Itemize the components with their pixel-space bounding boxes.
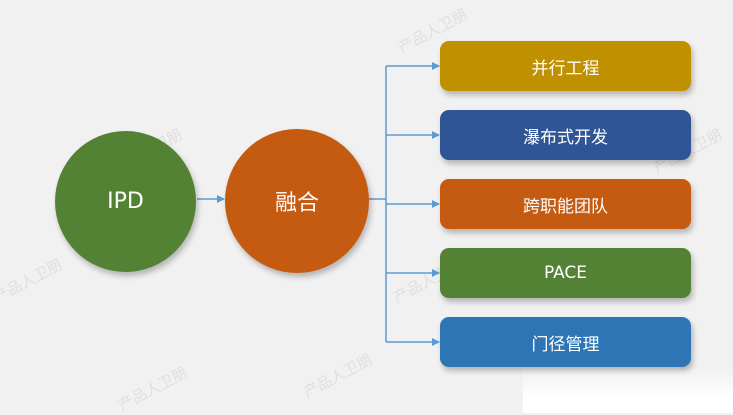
merge-node-label: 融合 — [274, 191, 319, 216]
target-label: 瀑布式开发 — [523, 127, 608, 148]
target-box-stage-gate: 门径管理 — [440, 317, 691, 367]
ipd-node: IPD — [55, 131, 196, 272]
ipd-node-label: IPD — [107, 189, 144, 214]
target-box-parallel-engineering: 并行工程 — [440, 41, 691, 91]
target-box-waterfall: 瀑布式开发 — [440, 110, 691, 160]
target-label: 跨职能团队 — [523, 196, 608, 217]
target-box-cross-functional-team: 跨职能团队 — [440, 179, 691, 229]
merge-node: 融合 — [225, 129, 369, 273]
target-label: 并行工程 — [531, 58, 600, 79]
corner-smudge — [523, 368, 733, 413]
target-label: PACE — [543, 263, 588, 283]
target-label: 门径管理 — [531, 334, 600, 355]
target-box-pace: PACE — [440, 248, 691, 298]
